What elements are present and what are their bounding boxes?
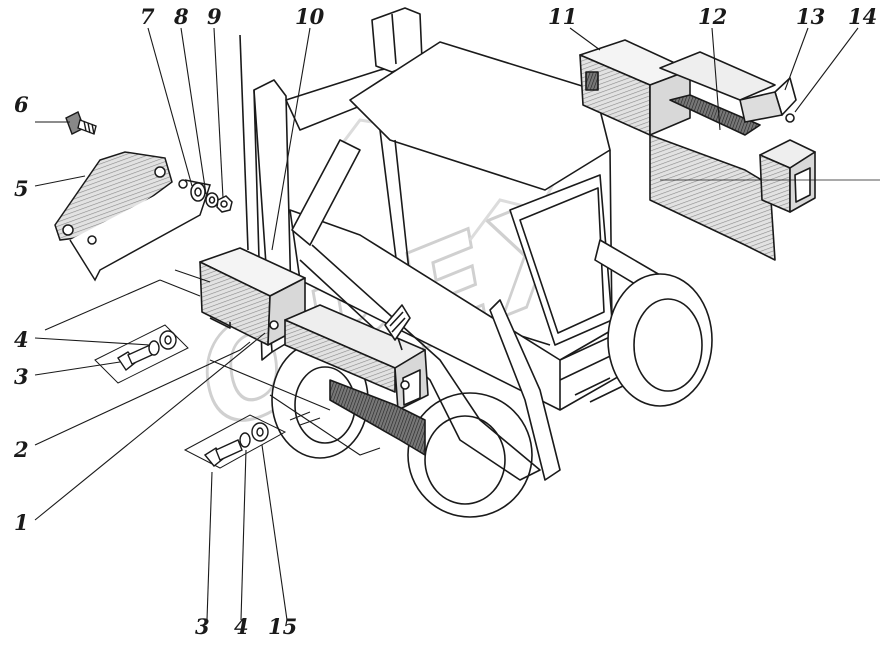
callout-7: 7 — [140, 4, 155, 29]
callout-5: 5 — [14, 176, 29, 201]
callout-2: 2 — [13, 437, 29, 462]
callout-1: 1 — [14, 510, 29, 535]
leader-lines — [34, 27, 880, 621]
callout-15: 15 — [268, 614, 297, 639]
bumper-assembly-part-10 — [199, 247, 429, 456]
callout-6: 6 — [14, 92, 29, 117]
mounting-plate-part-5 — [54, 151, 211, 282]
callout-4-lower: 4 — [234, 614, 249, 639]
callout-12: 12 — [698, 4, 727, 29]
callout-10: 10 — [295, 4, 325, 29]
callout-4: 4 — [14, 327, 29, 352]
callout-14: 14 — [848, 4, 877, 29]
callout-labels: 1 2 3 3 4 4 5 6 7 8 9 10 11 12 13 14 15 — [13, 4, 877, 639]
washer-set-7-8-9 — [190, 182, 233, 213]
callout-13: 13 — [796, 4, 825, 29]
bolt-part-6 — [65, 111, 97, 135]
callout-9: 9 — [207, 4, 222, 29]
callout-8: 8 — [173, 4, 189, 29]
bolt-set-upper — [94, 324, 189, 384]
bumper-assembly-part-11 — [579, 39, 816, 261]
callout-3-lower: 3 — [195, 614, 210, 639]
bolt-set-lower — [183, 414, 287, 469]
callout-3: 3 — [14, 364, 29, 389]
callout-11: 11 — [548, 4, 577, 29]
